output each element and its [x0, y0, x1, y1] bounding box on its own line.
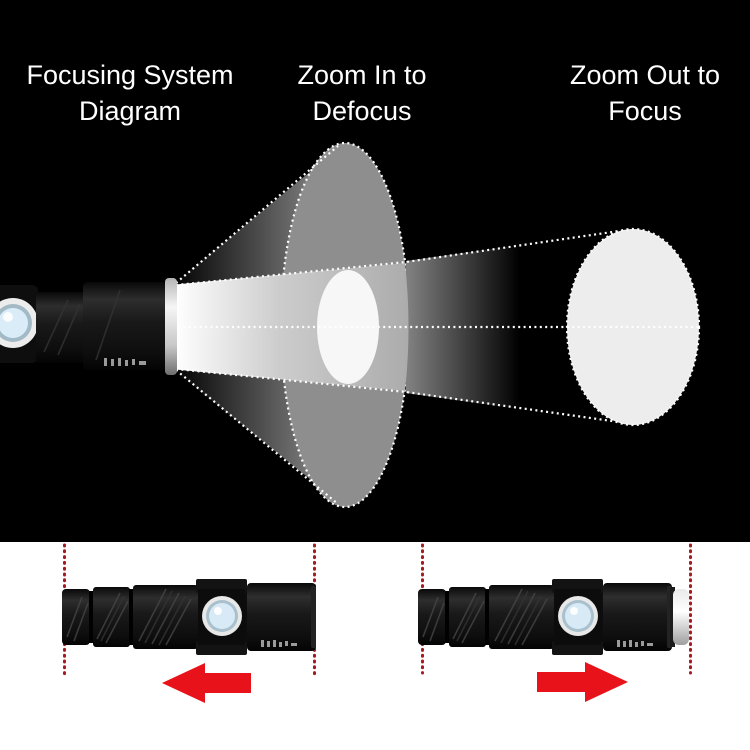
flashlight-zoom-in	[61, 578, 317, 656]
arrow-right-icon	[537, 662, 628, 702]
flashlight-top	[0, 278, 177, 375]
label-focusing-system: Focusing System Diagram	[26, 60, 234, 126]
flashlight-lens-rim	[165, 278, 177, 375]
beam-outline-dots	[175, 145, 700, 505]
label-zoom-out: Zoom Out to Focus	[569, 60, 721, 126]
arrow-left-icon	[162, 663, 251, 703]
beam-hotspot	[317, 270, 379, 384]
focusing-diagram	[0, 141, 701, 509]
label-zoom-in: Zoom In to Defocus	[297, 60, 427, 126]
flashlight-zoom-out	[417, 578, 689, 656]
